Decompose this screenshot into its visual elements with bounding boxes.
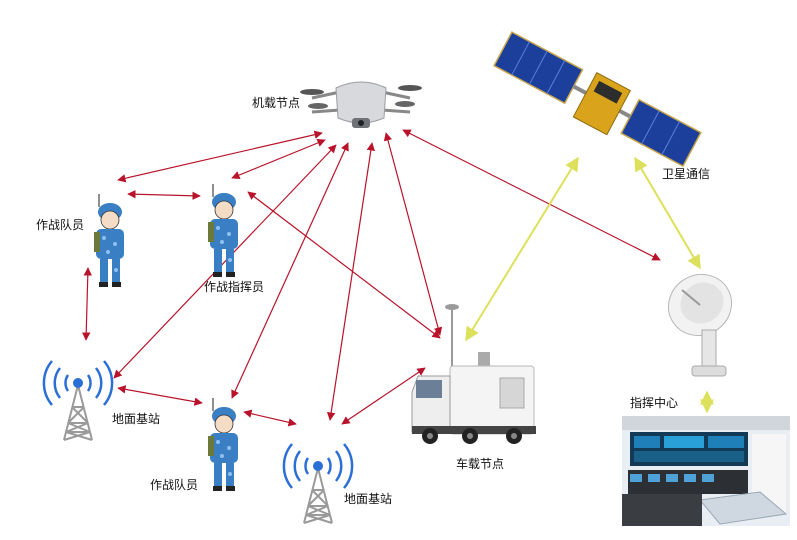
label-commander: 作战指挥员 <box>204 280 265 294</box>
yellow-links <box>465 156 714 414</box>
truck-icon <box>411 304 536 444</box>
label-drone: 机载节点 <box>252 96 301 110</box>
label-satellite: 卫星通信 <box>662 167 711 181</box>
label-base-bottom: 地面基站 <box>344 492 393 506</box>
drone-icon <box>300 81 422 128</box>
label-soldier-bottom: 作战队员 <box>150 478 199 492</box>
label-soldier-left: 作战队员 <box>36 218 85 232</box>
antenna-tower-icon <box>42 359 114 442</box>
label-vehicle: 车载节点 <box>456 457 505 471</box>
dish-antenna-icon <box>667 273 733 377</box>
red-links <box>82 129 661 427</box>
label-base-left: 地面基站 <box>112 412 161 426</box>
soldier-icon <box>207 397 239 492</box>
control-room-icon <box>622 416 790 526</box>
soldier-icon <box>93 193 125 288</box>
label-command-center: 指挥中心 <box>630 396 679 410</box>
satellite-icon <box>493 31 702 168</box>
antenna-tower-icon <box>282 442 354 525</box>
